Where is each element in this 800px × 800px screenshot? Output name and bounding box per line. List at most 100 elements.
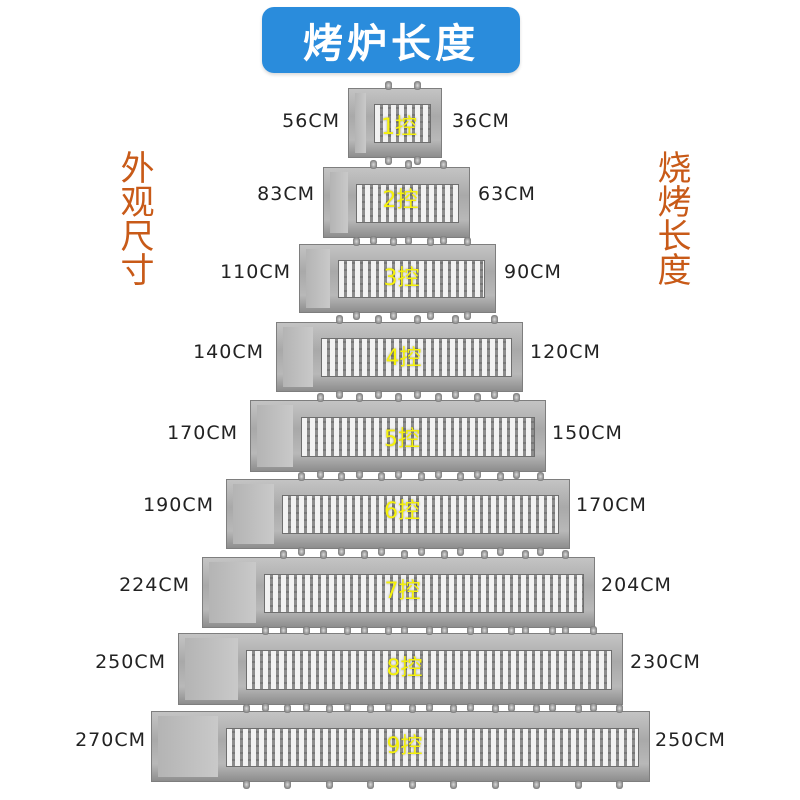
knob-bottom-icon — [325, 780, 333, 789]
oven-side-panel — [330, 172, 348, 233]
grill-length-label: 90CM — [504, 261, 562, 283]
outer-length-label: 224CM — [119, 574, 190, 596]
knob-bottom-icon — [374, 390, 382, 399]
knob-top-icon — [548, 626, 556, 635]
knob-top-icon — [466, 626, 474, 635]
knob-bottom-icon — [481, 626, 489, 635]
knob-top-icon — [297, 472, 305, 481]
knob-bottom-icon — [297, 547, 305, 556]
knob-bottom-icon — [497, 547, 505, 556]
knob-top-icon — [616, 704, 624, 713]
oven-side-panel — [306, 249, 330, 308]
knob-bottom-icon — [414, 156, 422, 165]
knob-bottom-icon — [548, 703, 556, 712]
knob-bottom-icon — [360, 626, 368, 635]
knob-top-icon — [427, 237, 435, 246]
outer-length-label: 140CM — [193, 341, 264, 363]
control-count-label: 5控 — [384, 427, 420, 452]
knob-bottom-icon — [303, 703, 311, 712]
knob-top-icon — [481, 550, 489, 559]
knob-bottom-icon — [377, 547, 385, 556]
knob-top-icon — [344, 626, 352, 635]
side-label-grill-length: 烧烤长度 — [651, 150, 691, 286]
knob-top-icon — [417, 472, 425, 481]
oven-unit — [202, 557, 595, 628]
side-label-outer-size: 外观尺寸 — [114, 150, 154, 286]
oven-unit — [323, 167, 470, 238]
knob-bottom-icon — [395, 470, 403, 479]
knob-top-icon — [457, 472, 465, 481]
grill-length-label: 250CM — [655, 729, 726, 751]
knob-bottom-icon — [284, 780, 292, 789]
knob-top-icon — [561, 550, 569, 559]
knob-top-icon — [367, 704, 375, 713]
knob-bottom-icon — [450, 780, 458, 789]
knob-bottom-icon — [574, 780, 582, 789]
knob-bottom-icon — [417, 547, 425, 556]
control-count-label: 2控 — [382, 188, 419, 213]
knob-bottom-icon — [491, 780, 499, 789]
control-count-label: 3控 — [383, 266, 420, 291]
control-count-label: 4控 — [385, 346, 422, 371]
oven-side-panel — [355, 93, 366, 153]
oven-side-panel — [283, 327, 313, 387]
knob-top-icon — [303, 626, 311, 635]
knob-bottom-icon — [262, 703, 270, 712]
outer-length-label: 190CM — [143, 494, 214, 516]
knob-bottom-icon — [466, 703, 474, 712]
outer-length-label: 110CM — [220, 261, 291, 283]
grill-length-label: 36CM — [452, 110, 510, 132]
knob-top-icon — [413, 315, 421, 324]
oven-unit — [226, 479, 570, 549]
knob-bottom-icon — [521, 626, 529, 635]
knob-top-icon — [377, 472, 385, 481]
knob-top-icon — [242, 704, 250, 713]
knob-top-icon — [280, 550, 288, 559]
knob-bottom-icon — [464, 311, 472, 320]
knob-bottom-icon — [400, 626, 408, 635]
page-title: 烤炉长度 — [303, 21, 479, 67]
knob-top-icon — [374, 315, 382, 324]
oven-grille — [374, 104, 431, 143]
knob-top-icon — [414, 81, 422, 90]
oven-unit — [348, 88, 442, 158]
outer-length-label: 56CM — [282, 110, 340, 132]
knob-top-icon — [356, 393, 363, 402]
outer-length-label: 170CM — [167, 422, 238, 444]
knob-bottom-icon — [337, 547, 345, 556]
oven-grille — [282, 495, 559, 534]
knob-top-icon — [441, 550, 449, 559]
knob-bottom-icon — [320, 626, 328, 635]
control-count-label: 7控 — [384, 579, 421, 604]
knob-top-icon — [537, 472, 545, 481]
knob-bottom-icon — [490, 390, 498, 399]
knob-bottom-icon — [369, 236, 377, 245]
oven-side-panel — [233, 484, 274, 544]
knob-bottom-icon — [367, 780, 375, 789]
knob-bottom-icon — [507, 703, 515, 712]
knob-bottom-icon — [533, 780, 541, 789]
knob-top-icon — [316, 393, 324, 402]
knob-top-icon — [491, 704, 499, 713]
oven-grille — [264, 574, 584, 613]
oven-side-panel — [185, 638, 238, 700]
control-count-label: 1控 — [381, 115, 417, 140]
knob-bottom-icon — [427, 311, 435, 320]
knob-top-icon — [474, 393, 481, 402]
knob-top-icon — [589, 626, 597, 635]
knob-bottom-icon — [513, 470, 521, 479]
knob-bottom-icon — [434, 470, 442, 479]
oven-grille — [226, 728, 639, 767]
control-count-label: 6控 — [384, 499, 420, 524]
knob-top-icon — [336, 315, 344, 324]
knob-top-icon — [320, 550, 328, 559]
knob-top-icon — [452, 315, 460, 324]
knob-top-icon — [497, 472, 505, 481]
oven-unit — [276, 322, 523, 392]
knob-bottom-icon — [356, 470, 363, 479]
knob-top-icon — [337, 472, 345, 481]
outer-length-label: 270CM — [75, 729, 146, 751]
oven-side-panel — [209, 562, 256, 623]
knob-bottom-icon — [457, 547, 465, 556]
knob-top-icon — [513, 393, 521, 402]
